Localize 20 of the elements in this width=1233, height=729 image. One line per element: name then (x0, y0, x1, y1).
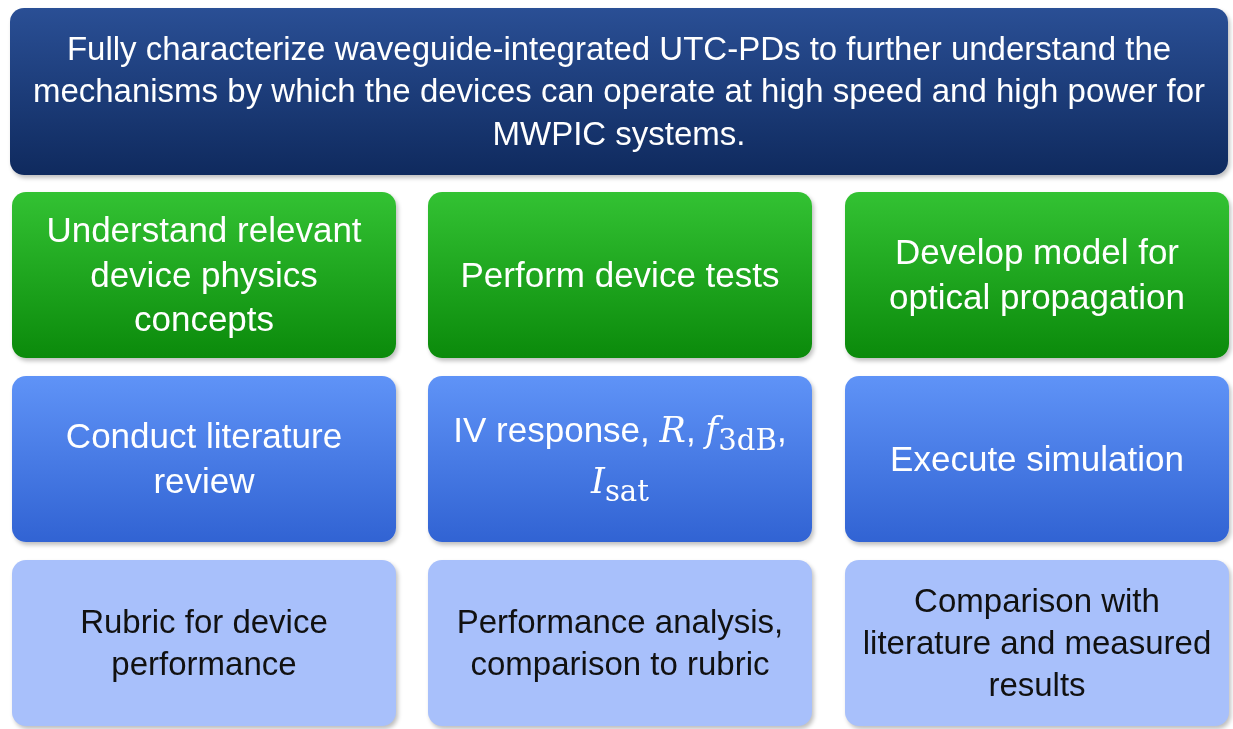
node-text: Conduct literature review (64, 415, 344, 502)
task-box (845, 376, 1229, 542)
node-text: Perform device tests (460, 253, 780, 296)
node-text: Execute simulation (890, 437, 1184, 480)
node-text: Develop model for optical propagation (888, 231, 1186, 318)
node-text: Performance analysis, comparison to rubric (455, 601, 785, 684)
outcome-box (12, 560, 396, 726)
goal-banner (10, 8, 1228, 175)
task-box (428, 376, 812, 542)
objective-box (845, 192, 1229, 358)
objective-box (12, 192, 396, 358)
node-text: IV response, R, f$_{3dB}$, I$_{sat}$ (452, 408, 788, 510)
objective-box (428, 192, 812, 358)
task-box (12, 376, 396, 542)
outcome-box (845, 560, 1229, 726)
node-text: Understand relevant device physics concepts (45, 208, 363, 341)
node-text: Rubric for device performance (79, 601, 329, 684)
node-text: Fully characterize waveguide-integrated UTC-PDs to further understand the mechanisms by which the devices can operate at high speed and high power for MWPIC systems. (31, 29, 1207, 154)
outcome-box (428, 560, 812, 726)
node-text: Comparison with literature and measured results (861, 580, 1213, 706)
